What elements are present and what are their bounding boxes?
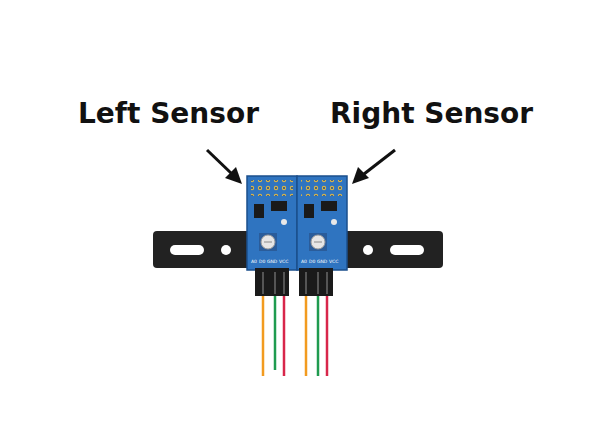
pin-name: D0 <box>309 260 315 265</box>
pin-name: GND <box>267 260 277 265</box>
pin-name: D0 <box>259 260 265 265</box>
jumper-wires <box>263 296 327 376</box>
pin-name: VCC <box>279 260 288 265</box>
callout-label: Right Sensor <box>330 100 533 128</box>
pin-name: A0 <box>251 260 257 265</box>
callout-label: Left Sensor <box>78 100 259 128</box>
pin-name: A0 <box>301 260 307 265</box>
sensor-board <box>247 176 297 296</box>
sensor-board <box>297 176 347 296</box>
pin-name: GND <box>317 260 327 265</box>
pin-name: VCC <box>329 260 338 265</box>
